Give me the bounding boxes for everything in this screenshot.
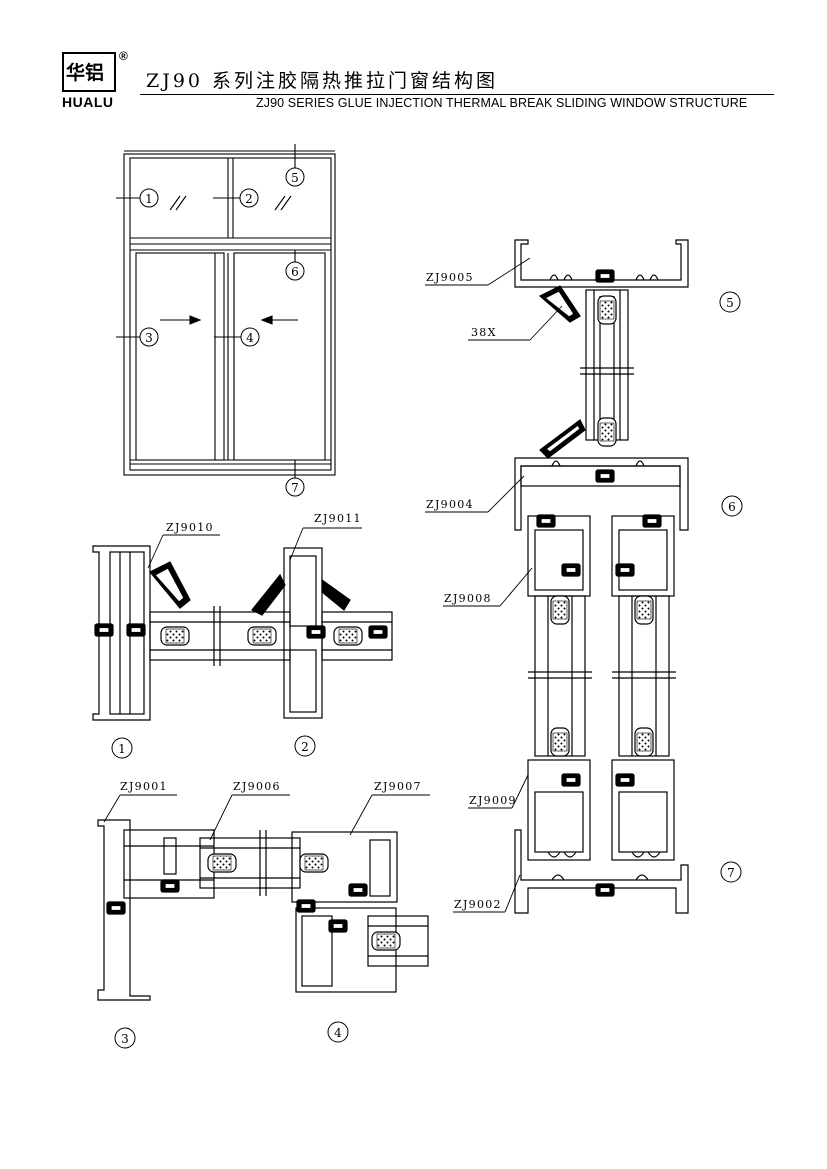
section-1-2 bbox=[92, 545, 393, 721]
hualu-logo: 华铝 HUALU ® bbox=[62, 49, 128, 114]
marker-1-circle bbox=[139, 188, 159, 208]
label-zj9011: ZJ9011 bbox=[314, 512, 362, 525]
marker-2: 2 bbox=[245, 192, 253, 206]
marker-7: 7 bbox=[291, 481, 299, 495]
marker-2-circle bbox=[239, 188, 259, 208]
page-title-english: ZJ90 SERIES GLUE INJECTION THERMAL BREAK… bbox=[256, 96, 748, 110]
outer-frame bbox=[123, 153, 336, 476]
section-1-2-markers: 1 2 bbox=[111, 735, 316, 759]
marker-5-circle bbox=[285, 167, 305, 187]
marker-5: 5 bbox=[291, 171, 299, 185]
label-zj9008: ZJ9008 bbox=[444, 592, 492, 605]
section-3-4-markers: 3 4 bbox=[114, 1021, 349, 1049]
section-3: 3 bbox=[121, 1032, 129, 1046]
section-3-4 bbox=[97, 819, 429, 1001]
title-underline bbox=[140, 94, 774, 95]
marker-4: 4 bbox=[246, 331, 254, 345]
marker-6: 6 bbox=[291, 265, 299, 279]
right-section-markers: 5 6 7 bbox=[719, 291, 743, 883]
label-38x: 38X bbox=[471, 326, 497, 339]
label-zj9005: ZJ9005 bbox=[426, 271, 474, 284]
label-zj9004: ZJ9004 bbox=[426, 498, 474, 511]
label-zj9009: ZJ9009 bbox=[469, 794, 517, 807]
marker-3: 3 bbox=[145, 331, 153, 345]
label-zj9001: ZJ9001 bbox=[120, 780, 168, 793]
logo-frame bbox=[62, 52, 116, 92]
right-sash bbox=[233, 252, 326, 461]
right-labels bbox=[425, 257, 563, 913]
section-5: 5 bbox=[726, 296, 734, 310]
marker-7-circle bbox=[285, 477, 305, 497]
marker-4-circle bbox=[240, 327, 260, 347]
label-zj9006: ZJ9006 bbox=[233, 780, 281, 793]
section-6: 6 bbox=[728, 500, 736, 514]
marker-3-circle bbox=[139, 327, 159, 347]
label-zj9002: ZJ9002 bbox=[454, 898, 502, 911]
marker-1: 1 bbox=[145, 192, 153, 206]
section-4: 4 bbox=[334, 1026, 342, 1040]
section-7: 7 bbox=[727, 866, 735, 880]
section-1: 1 bbox=[118, 742, 126, 756]
registered-mark: ® bbox=[119, 49, 128, 63]
elevation-markers: 1 2 5 6 3 4 7 bbox=[139, 167, 305, 497]
logo-english-text: HUALU bbox=[62, 94, 114, 110]
inner-frame bbox=[129, 157, 332, 471]
window-elevation bbox=[116, 144, 336, 478]
logo-chinese-text: 华铝 bbox=[66, 62, 105, 84]
vertical-section bbox=[514, 239, 689, 914]
section-1-2-labels bbox=[147, 527, 362, 569]
label-zj9007: ZJ9007 bbox=[374, 780, 422, 793]
section-2: 2 bbox=[301, 740, 309, 754]
marker-6-circle bbox=[285, 261, 305, 281]
section-3-4-labels bbox=[103, 794, 430, 841]
left-sash bbox=[135, 252, 225, 461]
page-title-chinese: ZJ90 系列注胶隔热推拉门窗结构图 bbox=[146, 70, 499, 92]
label-zj9010: ZJ9010 bbox=[166, 521, 214, 534]
